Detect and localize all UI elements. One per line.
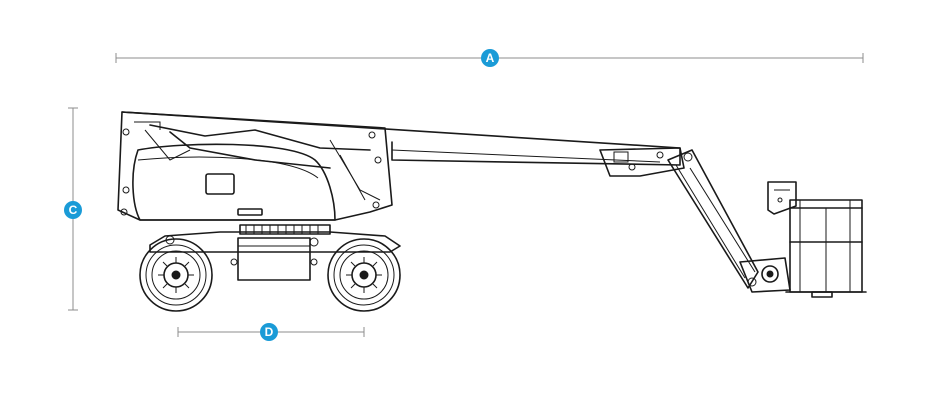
platform-basket bbox=[767, 181, 867, 298]
chassis bbox=[149, 224, 401, 281]
turntable-teeth bbox=[245, 225, 319, 234]
dimension-c: C bbox=[64, 107, 82, 311]
jib-arm bbox=[667, 149, 791, 293]
badge-c bbox=[64, 201, 82, 219]
badge-c-label: C bbox=[69, 203, 78, 217]
badge-a-label: A bbox=[486, 51, 495, 65]
badge-d-label: D bbox=[265, 325, 274, 339]
front-wheel bbox=[327, 238, 401, 312]
dimension-a: A bbox=[115, 49, 864, 67]
badge-d bbox=[260, 323, 278, 341]
turret-body bbox=[117, 111, 393, 221]
dimension-d: D bbox=[177, 323, 365, 341]
main-boom bbox=[121, 111, 685, 177]
rear-wheel bbox=[139, 238, 213, 312]
badge-a bbox=[481, 49, 499, 67]
